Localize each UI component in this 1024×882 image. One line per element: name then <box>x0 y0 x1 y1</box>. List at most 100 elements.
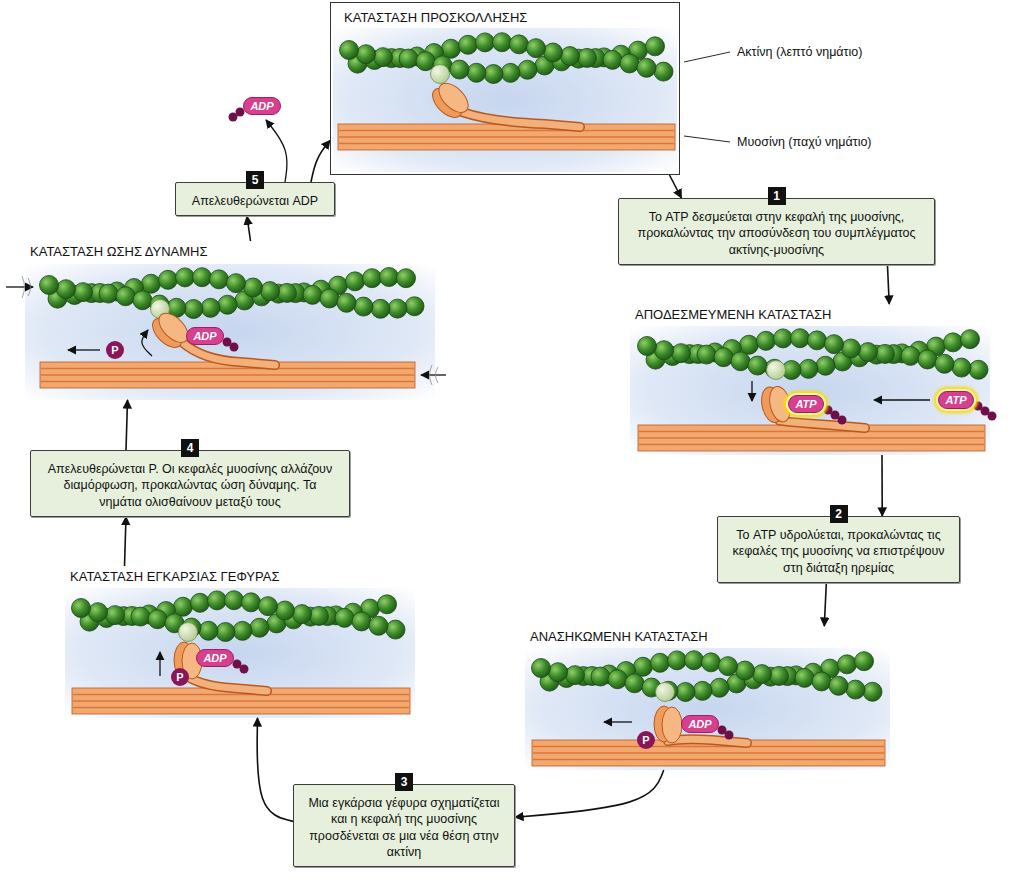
actin-bead <box>467 63 486 82</box>
actin-bead <box>57 280 76 299</box>
actin-bead <box>774 329 793 348</box>
actin-bead <box>201 298 220 317</box>
actin-bead <box>753 665 772 684</box>
myosin-neck <box>188 677 267 691</box>
step-number: 1 <box>768 187 786 205</box>
motion-arrow <box>874 399 930 400</box>
cycle-arrow <box>515 770 664 817</box>
actin-bead <box>795 668 814 687</box>
nucleotide-label: ADP <box>186 327 223 345</box>
step-number: 2 <box>830 505 848 523</box>
myosin-head <box>147 307 275 365</box>
nucleotide-label: ATP <box>938 391 973 409</box>
phosphate-label: P <box>106 341 124 359</box>
binding-site <box>767 361 786 380</box>
myosin-neck <box>188 677 267 691</box>
head-lobe <box>434 78 474 118</box>
actin-bead <box>131 607 150 626</box>
actin-bead <box>816 356 835 375</box>
actin-bead <box>808 331 827 350</box>
actin-bead <box>40 276 59 295</box>
actin-bead <box>369 616 388 635</box>
actin-bead <box>625 674 644 693</box>
binding-site <box>431 65 450 84</box>
actin-bead <box>693 681 712 700</box>
actin-bead <box>293 605 312 624</box>
actin-bead <box>901 346 920 365</box>
actin-bead <box>876 344 895 363</box>
actin-bead <box>952 358 971 377</box>
actin-bead <box>846 680 865 699</box>
filament-body <box>338 124 675 150</box>
actin-bead <box>335 608 354 627</box>
panel-ground <box>525 648 890 770</box>
motion-arrow <box>6 286 33 287</box>
step-text: Το ATP δεσμεύεται στην κεφαλή της μυοσίν… <box>629 209 924 258</box>
actin-bead <box>442 39 461 58</box>
state-title: ΚΑΤΑΣΤΑΣΗ ΩΣΗΣ ΔΥΝΑΜΗΣ <box>25 241 213 262</box>
cycle-arrow <box>247 216 251 241</box>
actin-bead <box>544 43 563 62</box>
motion-arrow <box>266 120 287 182</box>
motion-arrow <box>421 374 446 375</box>
motion-arrow <box>68 349 100 350</box>
filament-stripe <box>533 759 884 761</box>
step-box: 5Απελευθερώνεται ADP <box>175 182 335 216</box>
actin-bead <box>374 48 393 67</box>
actin-bead <box>476 33 495 52</box>
actin-bead <box>825 335 844 354</box>
step-box: 1Το ATP δεσμεύεται στην κεφαλή της μυοσί… <box>618 198 935 265</box>
actin-bead <box>855 652 874 671</box>
phosphate-dot <box>725 731 734 740</box>
filament-stripe <box>41 368 414 370</box>
actin-bead <box>363 269 382 288</box>
actin-bead <box>261 282 280 301</box>
actin-filament <box>40 268 425 319</box>
actin-bead <box>829 676 848 695</box>
actin-bead <box>133 291 152 310</box>
motion-mark <box>22 276 25 298</box>
actin-bead <box>208 591 227 610</box>
myosin-thick-filament <box>532 740 885 766</box>
state-panel: ΚΑΤΑΣΤΑΣΗ ΠΡΟΣΚΟΛΛΗΣΗΣ <box>330 2 680 175</box>
myosin-thick-filament <box>338 124 675 150</box>
filament-stripe <box>41 381 414 383</box>
actin-bead <box>371 299 390 318</box>
filament-stripe <box>639 437 984 439</box>
actin-bead <box>719 657 738 676</box>
myosin-neck <box>780 421 865 428</box>
actin-bead <box>859 343 878 362</box>
filament-stripe <box>533 752 884 754</box>
actin-bead <box>352 612 371 631</box>
motion-arrow <box>142 330 152 356</box>
binding-site <box>656 683 675 702</box>
myosin-neck <box>780 421 865 428</box>
cycle-arrow <box>257 718 293 821</box>
actin-bead <box>655 341 674 360</box>
actin-bead <box>176 268 195 287</box>
phosphate-dot <box>229 113 238 122</box>
actin-bead <box>278 283 297 302</box>
filament-body <box>40 362 415 388</box>
actin-bead <box>337 293 356 312</box>
actin-bead <box>388 299 407 318</box>
actin-bead <box>685 651 704 670</box>
step-box: 2Το ATP υδρολύεται, προκαλώντας τις κεφα… <box>717 516 960 583</box>
nucleotide-label: ATP <box>788 395 823 413</box>
actin-bead <box>791 329 810 348</box>
filament-stripe <box>73 707 409 709</box>
cycle-arrow <box>881 455 883 516</box>
nucleotide-label: ADP <box>681 715 718 733</box>
actin-bead <box>148 610 167 629</box>
actin-bead <box>386 620 405 639</box>
filament-stripe <box>533 746 884 748</box>
actin-bead <box>184 299 203 318</box>
motion-arrow <box>751 381 752 401</box>
actin-bead <box>736 661 755 680</box>
filament-stripe <box>73 694 409 696</box>
actin-bead <box>210 270 229 289</box>
actin-bead <box>416 52 435 71</box>
actin-bead <box>242 593 261 612</box>
